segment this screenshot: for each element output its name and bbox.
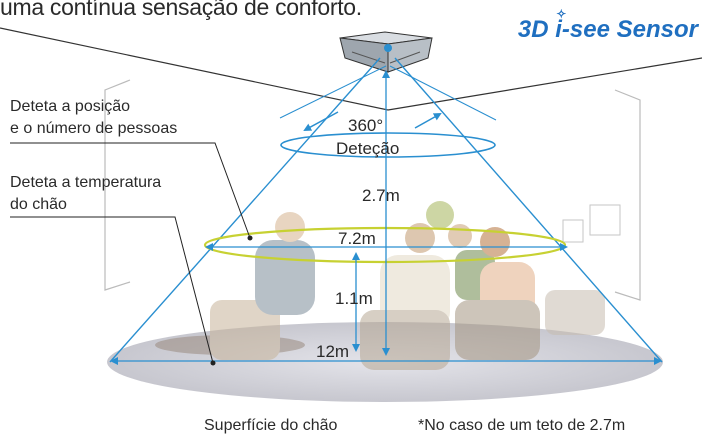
callout-floor-line2: do chão xyxy=(10,196,67,213)
label-detection: Deteção xyxy=(336,139,400,158)
dimension-lines xyxy=(110,70,662,365)
callout-leaders xyxy=(10,142,253,366)
callout-position-line1: Deteta a posição xyxy=(10,98,131,115)
label-ring-diameter: 7.2m xyxy=(338,229,376,248)
logo-i: i xyxy=(555,16,562,43)
room-walls xyxy=(0,27,702,301)
arrow-360-right xyxy=(414,113,442,129)
callout-floor-line1: Deteta a temperatura xyxy=(10,174,162,191)
ceiling-ac-unit xyxy=(339,31,433,73)
callout-position-line2: e o número de pessoas xyxy=(10,120,178,137)
3d-i-see-sensor-logo: 3D ✧ i -see Sensor xyxy=(517,7,698,44)
label-ceiling-height: 2.7m xyxy=(362,186,400,205)
callout-floor-temperature: Deteta a temperatura do chão xyxy=(10,172,161,216)
label-floor-diameter: 12m xyxy=(316,342,350,361)
footer-floor-surface: Superfície do chão xyxy=(204,417,338,434)
headline-text: uma contínua sensação de conforto. xyxy=(0,0,362,20)
logo-star-icon: ✧ xyxy=(556,7,567,21)
arrow-360-left xyxy=(303,111,339,131)
label-360-degrees: 360° xyxy=(348,116,384,135)
logo-prefix: 3D xyxy=(517,16,549,43)
label-ring-height: 1.1m xyxy=(335,289,373,308)
logo-suffix: -see Sensor xyxy=(561,16,698,43)
position-detection-ring xyxy=(203,226,567,264)
footer-ceiling-note: *No caso de um teto de 2.7m xyxy=(418,417,626,434)
callout-position-detection: Deteta a posição e o número de pessoas xyxy=(10,96,177,140)
detection-cone xyxy=(109,57,663,363)
logo-i-letter: ✧ i xyxy=(555,7,566,44)
